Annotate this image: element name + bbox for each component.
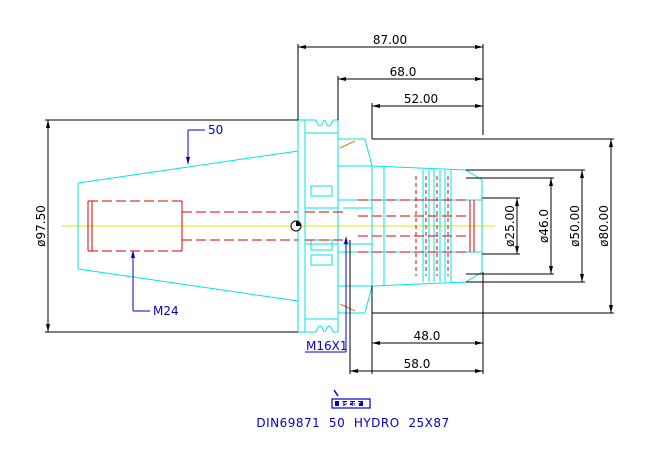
dim-length-68: 68.0: [390, 65, 417, 79]
dim-dia-80: ø80.00: [597, 205, 611, 247]
dim-dia-25: ø25.00: [503, 205, 517, 247]
logo-text: iscar: [342, 400, 361, 408]
callout-thread: M24: [153, 304, 179, 318]
dim-dia-50: ø50.00: [568, 205, 582, 247]
drawing-title: DIN69871 50 HYDRO 25X87: [256, 416, 449, 430]
callout-leaders: [132, 129, 347, 353]
dimension-lines: [45, 44, 614, 374]
arrowheads: [46, 45, 613, 373]
chamfer-mark: [339, 140, 356, 149]
chamfer-mark: [339, 303, 356, 312]
center-mark-fill: [296, 221, 301, 226]
dim-dia-97: ø97.50: [34, 205, 48, 247]
callout-arrows: [131, 157, 348, 258]
hidden-lines: [87, 176, 475, 276]
dim-length-48: 48.0: [414, 329, 441, 343]
dim-length-52: 52.00: [404, 92, 438, 106]
dim-overall-length: 87.00: [373, 33, 407, 47]
dim-dia-46: ø46.0: [537, 209, 551, 243]
iscar-logo: [331, 389, 371, 409]
callout-screw: M16X1: [306, 339, 347, 353]
dim-length-58: 58.0: [404, 357, 431, 371]
callout-taper: 50: [208, 123, 223, 137]
